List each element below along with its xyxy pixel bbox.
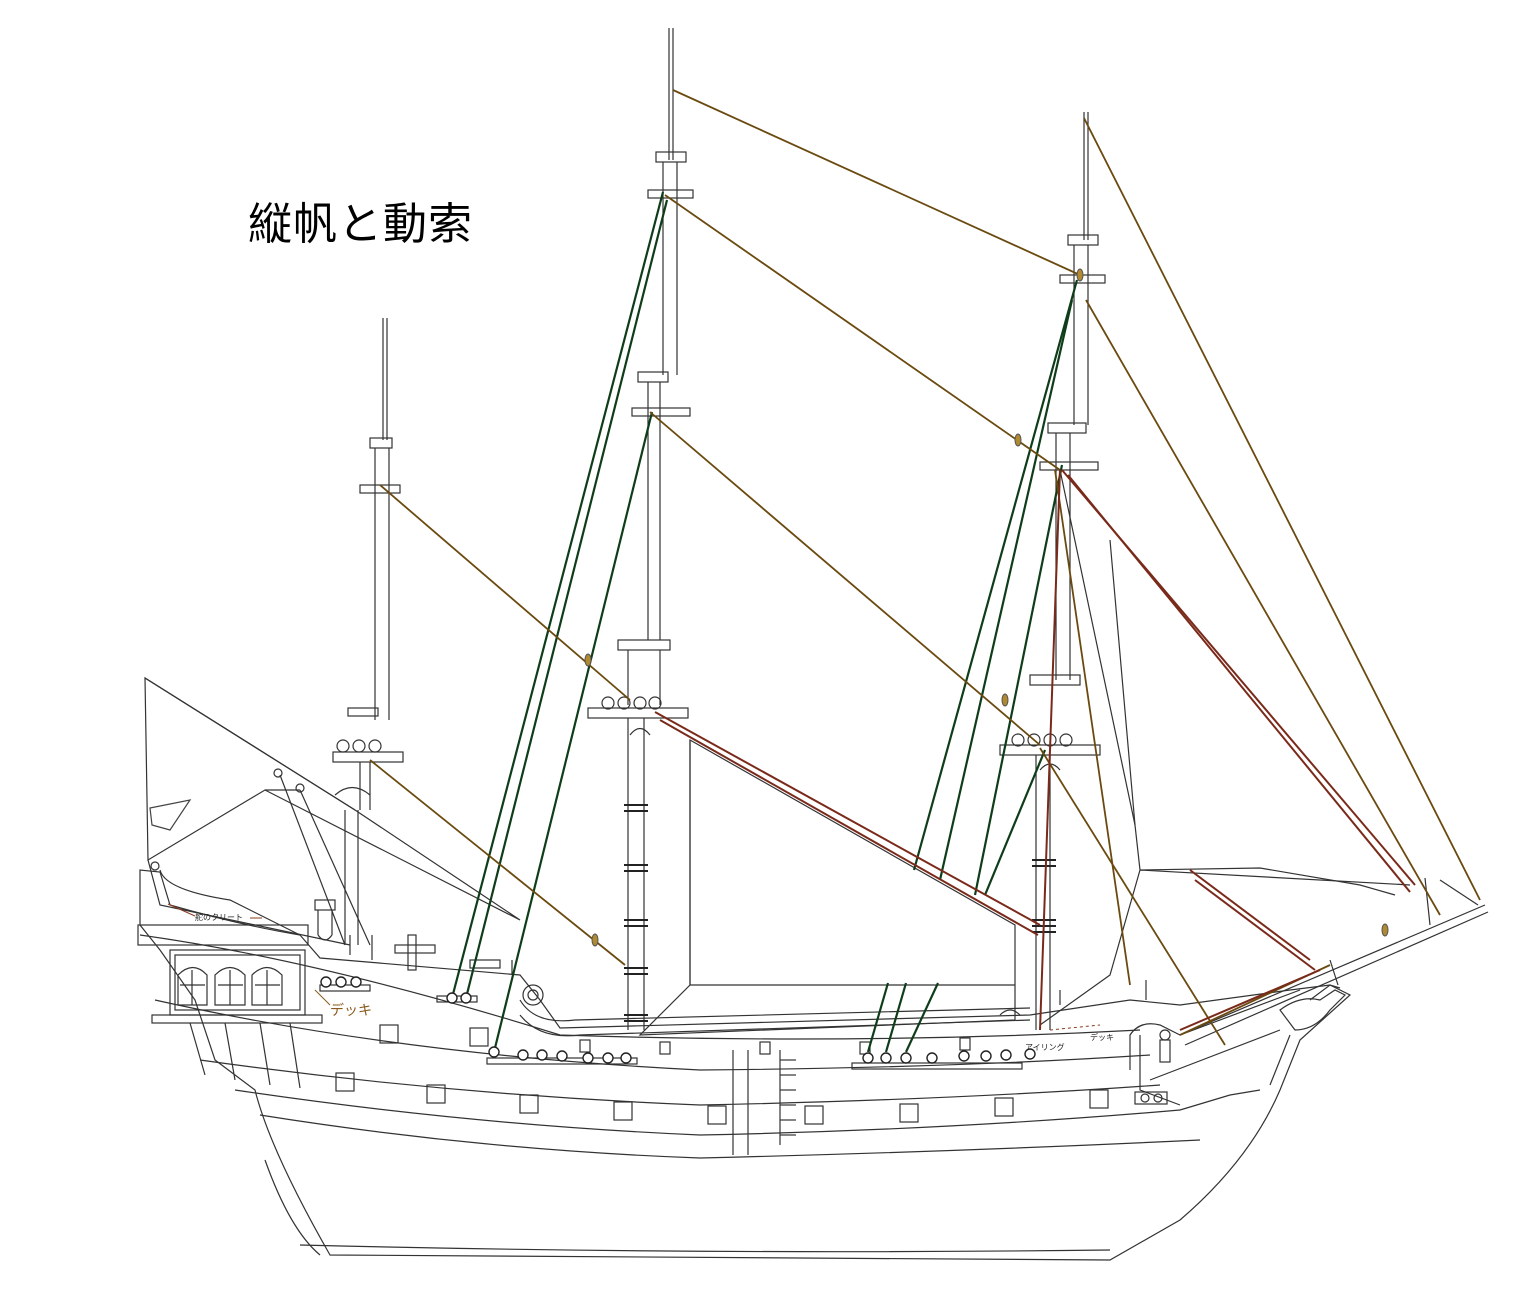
- label-cleat: 舵のクリート: [195, 912, 243, 922]
- mizzen-sail: [144, 676, 521, 946]
- yard-ratlines: [654, 469, 1416, 1031]
- rigging-blocks: [584, 268, 1389, 947]
- main-mast: [587, 28, 694, 1030]
- mizzen-mast: [314, 318, 404, 945]
- label-deck-right: デッキ: [1090, 1032, 1114, 1042]
- bowsprit: [1179, 877, 1489, 1046]
- deck-fittings: [349, 934, 1147, 1016]
- fore-mast: [999, 112, 1106, 1030]
- main-sail: [638, 738, 1016, 1036]
- fore-sail: [1039, 469, 1411, 1026]
- annotations: デッキ 舵のクリート アイリング デッキ: [167, 903, 1114, 1052]
- deadeyes: [320, 976, 1036, 1064]
- label-deck-left: デッキ: [330, 1002, 372, 1019]
- deck-line: [1049, 1024, 1101, 1031]
- brown-rigging: [369, 89, 1481, 1046]
- hull: [137, 869, 1352, 1261]
- page-title: 縦帆と動索: [248, 199, 473, 250]
- green-rigging: [450, 191, 1079, 1053]
- label-eyering: アイリング: [1025, 1042, 1065, 1052]
